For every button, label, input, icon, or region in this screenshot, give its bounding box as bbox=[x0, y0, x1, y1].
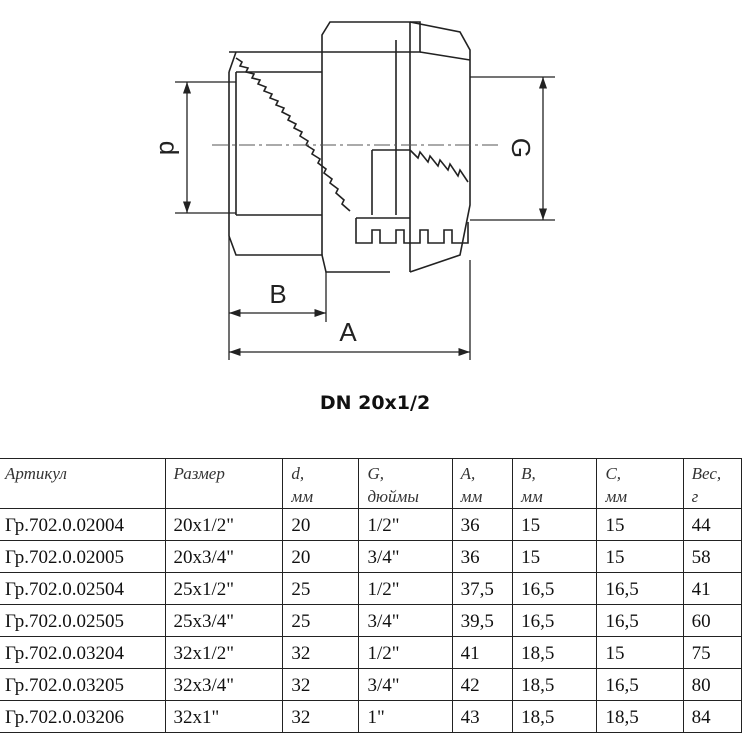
table-cell-a: 36 bbox=[451, 508, 514, 541]
column-header-label: d, bbox=[291, 464, 305, 483]
drawing-title: DN 20x1/2 bbox=[319, 392, 431, 414]
table-cell-article: Гр.702.0.02504 bbox=[0, 572, 166, 605]
column-header-label: B, bbox=[521, 464, 536, 483]
column-header-label: Вес, bbox=[691, 464, 722, 483]
table-cell-article: Гр.702.0.03206 bbox=[0, 700, 166, 733]
table-cell-a: 41 bbox=[451, 636, 514, 669]
fitting-technical-drawing: d G B A bbox=[154, 21, 555, 360]
dimension-a-label: A bbox=[339, 317, 357, 347]
column-header-g: G, дюймы bbox=[358, 458, 453, 509]
table-cell-article: Гр.702.0.03204 bbox=[0, 636, 166, 669]
table-cell-weight: 44 bbox=[682, 508, 743, 541]
table-cell-article: Гр.702.0.02005 bbox=[0, 540, 166, 573]
table-cell-a: 37,5 bbox=[451, 572, 514, 605]
column-header-c: C, мм bbox=[596, 458, 684, 509]
fitting-outline bbox=[228, 21, 471, 273]
table-cell-weight: 58 bbox=[682, 540, 743, 573]
table-cell-size: 20x1/2" bbox=[164, 508, 284, 541]
table-cell-b: 18,5 bbox=[512, 636, 598, 669]
table-cell-c: 16,5 bbox=[596, 572, 684, 605]
table-cell-b: 18,5 bbox=[512, 668, 598, 701]
spec-table: Артикул Размер d, мм G, дюймы A, мм B, мм C, мм Вес,… bbox=[0, 458, 743, 733]
table-cell-weight: 75 bbox=[682, 636, 743, 669]
table-cell-g: 1" bbox=[358, 700, 453, 733]
table-cell-c: 15 bbox=[596, 636, 684, 669]
table-cell-weight: 41 bbox=[682, 572, 743, 605]
table-cell-b: 16,5 bbox=[512, 604, 598, 637]
table-cell-weight: 84 bbox=[682, 700, 743, 733]
column-header-unit: мм bbox=[605, 487, 628, 506]
column-header-label: G, bbox=[367, 464, 384, 483]
column-header-label: C, bbox=[605, 464, 622, 483]
dimension-d bbox=[175, 81, 236, 214]
dimension-g-label: G bbox=[506, 138, 536, 158]
dimension-d-label: d bbox=[154, 141, 184, 155]
column-header-d: d, мм bbox=[282, 458, 360, 509]
table-cell-c: 16,5 bbox=[596, 668, 684, 701]
table-cell-c: 18,5 bbox=[596, 700, 684, 733]
column-header-label: Размер bbox=[173, 464, 225, 483]
table-cell-a: 39,5 bbox=[451, 604, 514, 637]
column-header-a: A, мм bbox=[451, 458, 514, 509]
dimension-g bbox=[470, 76, 555, 221]
column-header-weight: Вес, г bbox=[682, 458, 743, 509]
table-cell-d: 32 bbox=[282, 636, 360, 669]
column-header-article: Артикул bbox=[0, 458, 166, 509]
table-cell-g: 3/4" bbox=[358, 668, 453, 701]
table-cell-size: 32x1/2" bbox=[164, 636, 284, 669]
table-cell-d: 32 bbox=[282, 668, 360, 701]
table-cell-g: 1/2" bbox=[358, 636, 453, 669]
dimension-a bbox=[229, 260, 471, 360]
table-cell-size: 32x3/4" bbox=[164, 668, 284, 701]
column-header-size: Размер bbox=[164, 458, 284, 509]
column-header-b: B, мм bbox=[512, 458, 598, 509]
table-cell-article: Гр.702.0.03205 bbox=[0, 668, 166, 701]
table-cell-size: 20x3/4" bbox=[164, 540, 284, 573]
table-cell-d: 25 bbox=[282, 604, 360, 637]
table-cell-c: 15 bbox=[596, 508, 684, 541]
table-cell-c: 16,5 bbox=[596, 604, 684, 637]
table-cell-d: 20 bbox=[282, 540, 360, 573]
column-header-unit: г bbox=[691, 487, 699, 506]
table-cell-a: 43 bbox=[451, 700, 514, 733]
table-cell-g: 1/2" bbox=[358, 508, 453, 541]
table-cell-weight: 80 bbox=[682, 668, 743, 701]
column-header-label: Артикул bbox=[5, 464, 67, 483]
table-cell-size: 25x1/2" bbox=[164, 572, 284, 605]
table-cell-article: Гр.702.0.02505 bbox=[0, 604, 166, 637]
table-cell-a: 42 bbox=[451, 668, 514, 701]
table-cell-a: 36 bbox=[451, 540, 514, 573]
table-cell-d: 20 bbox=[282, 508, 360, 541]
table-cell-d: 32 bbox=[282, 700, 360, 733]
table-cell-g: 3/4" bbox=[358, 540, 453, 573]
table-cell-article: Гр.702.0.02004 bbox=[0, 508, 166, 541]
table-cell-c: 15 bbox=[596, 540, 684, 573]
column-header-unit: мм bbox=[460, 487, 483, 506]
table-cell-b: 15 bbox=[512, 508, 598, 541]
table-cell-g: 3/4" bbox=[358, 604, 453, 637]
table-cell-d: 25 bbox=[282, 572, 360, 605]
column-header-unit: мм bbox=[521, 487, 543, 506]
table-cell-weight: 60 bbox=[682, 604, 743, 637]
table-cell-size: 32x1" bbox=[164, 700, 284, 733]
table-cell-size: 25x3/4" bbox=[164, 604, 284, 637]
dimension-b bbox=[228, 236, 327, 360]
table-cell-g: 1/2" bbox=[358, 572, 453, 605]
table-cell-b: 15 bbox=[512, 540, 598, 573]
table-cell-b: 16,5 bbox=[512, 572, 598, 605]
column-header-label: A, bbox=[460, 464, 476, 483]
table-header-row: Артикул Размер d, мм G, дюймы A, мм B, мм C, мм Вес,… bbox=[0, 458, 743, 509]
column-header-unit: дюймы bbox=[367, 487, 419, 506]
column-header-unit: мм bbox=[291, 487, 314, 506]
table-cell-b: 18,5 bbox=[512, 700, 598, 733]
dimension-b-label: B bbox=[269, 279, 286, 309]
